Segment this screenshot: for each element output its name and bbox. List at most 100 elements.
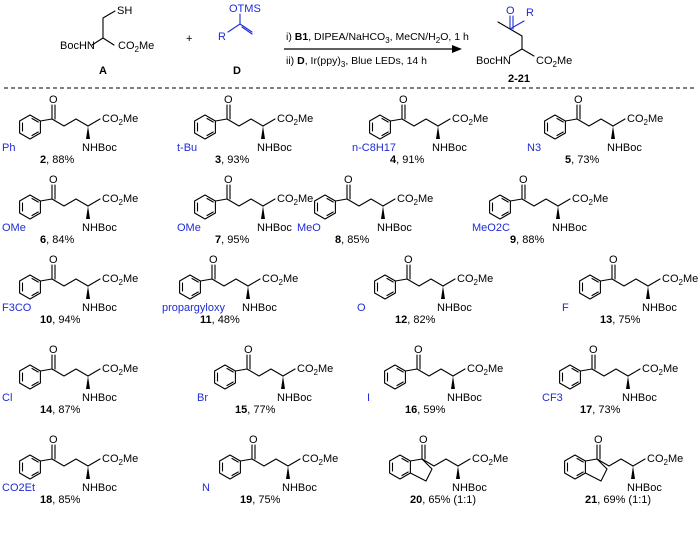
amino-ester-chain	[51, 184, 101, 220]
substituent-label: MeO2C	[472, 222, 510, 234]
ketone-oxygen: O	[49, 254, 58, 266]
amino-ester-chain	[591, 354, 641, 390]
compound-caption: 7, 95%	[215, 234, 249, 246]
nhboc-group: NHBoc	[277, 392, 312, 404]
substituent-label: O	[357, 302, 366, 314]
amino-ester-chain	[406, 264, 456, 300]
fused-benzene-ring	[564, 454, 586, 480]
benzene-ring	[544, 114, 566, 140]
nhboc-group: NHBoc	[447, 392, 482, 404]
reactant-d-label: D	[233, 65, 241, 77]
amino-ester-chain	[521, 184, 571, 220]
ester-group: CO2Me	[277, 113, 313, 127]
benzene-ring	[194, 194, 216, 220]
reactant-d: OTMS R D	[218, 3, 261, 77]
amino-ester-chain	[611, 264, 661, 300]
product-amine-label: BocHN	[476, 55, 511, 67]
amino-ester-chain	[51, 104, 101, 140]
benzene-ring	[194, 114, 216, 140]
ketone-oxygen: O	[589, 344, 598, 356]
benzene-ring	[374, 274, 396, 300]
nhboc-group: NHBoc	[607, 142, 642, 154]
nhboc-group: NHBoc	[242, 302, 277, 314]
ester-group: CO2Me	[467, 363, 503, 377]
benzene-ring	[489, 194, 511, 220]
amino-ester-chain	[576, 104, 626, 140]
nhboc-group: NHBoc	[257, 142, 292, 154]
thiol-label: SH	[117, 5, 132, 17]
nhboc-group: NHBoc	[377, 222, 412, 234]
reactant-a-label: A	[99, 65, 107, 77]
compound-caption: 20, 65% (1:1)	[410, 494, 476, 506]
ester-group: CO2Me	[452, 113, 488, 127]
substituent-label: CF3	[542, 392, 563, 404]
nhboc-group: NHBoc	[82, 482, 117, 494]
benzene-ring	[19, 364, 41, 390]
nhboc-group: NHBoc	[642, 302, 677, 314]
amino-ester-chain	[51, 444, 101, 480]
benzene-ring	[19, 114, 41, 140]
ketone-oxygen: O	[49, 434, 58, 446]
substituent-label: propargyloxy	[162, 302, 225, 314]
ester-group: CO2Me	[627, 113, 663, 127]
compound-caption: 10, 94%	[40, 314, 81, 326]
nhboc-group: NHBoc	[452, 482, 487, 494]
substituent-label: MeO	[297, 222, 321, 234]
amino-ester-chain	[251, 444, 301, 480]
nhboc-group: NHBoc	[437, 302, 472, 314]
benzene-ring	[369, 114, 391, 140]
ketone-oxygen: O	[244, 344, 253, 356]
ketone-oxygen: O	[594, 434, 603, 446]
ketone-oxygen: O	[224, 174, 233, 186]
benzene-ring	[314, 194, 336, 220]
ketone-oxygen: O	[344, 174, 353, 186]
ester-group: CO2Me	[297, 363, 333, 377]
benzene-ring	[384, 364, 406, 390]
compound-caption: 6, 84%	[40, 234, 74, 246]
nhboc-group: NHBoc	[82, 222, 117, 234]
compound-caption: 4, 91%	[390, 154, 424, 166]
substituent-label: CO2Et	[2, 482, 35, 494]
substituent-label: OMe	[177, 222, 201, 234]
amino-ester-chain	[51, 264, 101, 300]
amino-ester-chain	[51, 354, 101, 390]
compound-caption: 5, 73%	[565, 154, 599, 166]
product-o-label: O	[506, 5, 515, 17]
substituent-label: I	[367, 392, 370, 404]
ester-group: CO2Me	[277, 193, 313, 207]
benzene-ring	[214, 364, 236, 390]
ester-group: CO2Me	[262, 273, 298, 287]
benzene-ring	[219, 454, 241, 480]
compound-caption: 16, 59%	[405, 404, 446, 416]
ester-group: CO2Me	[457, 273, 493, 287]
amino-ester-chain	[246, 354, 296, 390]
substituent-label: F	[562, 302, 569, 314]
ketone-oxygen: O	[574, 94, 583, 106]
product-label: 2-21	[508, 73, 530, 85]
amino-ester-chain	[226, 184, 276, 220]
fused-benzene-ring	[389, 454, 411, 480]
compound-caption: 3, 93%	[215, 154, 249, 166]
benzene-ring	[19, 194, 41, 220]
substituent-label: n-C8H17	[352, 142, 396, 154]
ester-group: CO2Me	[647, 453, 683, 467]
ester-group: CO2Me	[102, 193, 138, 207]
benzene-ring	[579, 274, 601, 300]
compound-caption: 13, 75%	[600, 314, 641, 326]
ketone-oxygen: O	[399, 94, 408, 106]
amine-label: BocHN	[60, 40, 95, 52]
nhboc-group: NHBoc	[82, 302, 117, 314]
